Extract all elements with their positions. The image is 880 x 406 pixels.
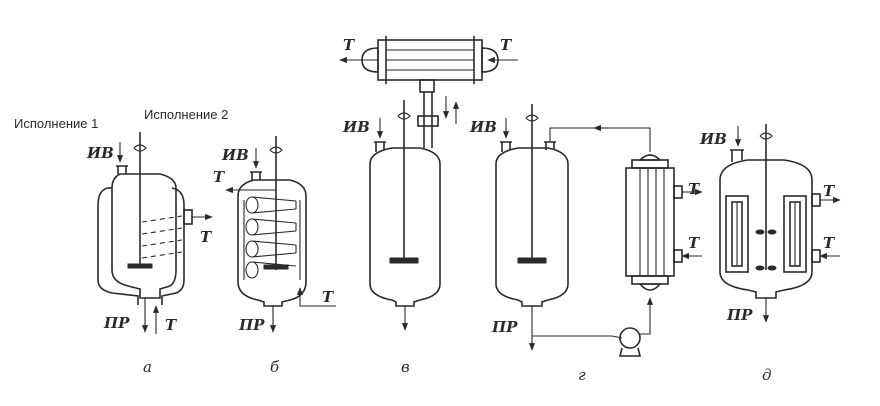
vessel-body <box>369 147 441 307</box>
rotation-icon <box>397 112 411 120</box>
return-line <box>549 127 651 152</box>
feed-nozzle <box>374 141 386 152</box>
feed-label: ИВ <box>342 118 370 136</box>
heat-label-upper: Т <box>823 182 836 200</box>
caption-g: г <box>578 366 586 384</box>
heat-label-bottom: Т <box>165 316 178 334</box>
reflux-condenser <box>361 36 499 84</box>
condenser-outlet <box>419 79 435 93</box>
feed-nozzle <box>250 171 262 180</box>
heat-label-side: Т <box>200 228 213 246</box>
vessel-body <box>237 179 307 307</box>
internal-heat-exchanger-right <box>783 195 807 273</box>
feed-nozzle <box>730 149 744 162</box>
stirrer-blade <box>389 257 419 264</box>
heat-label-left: Т <box>343 36 356 54</box>
scheme-d: ИВ Т Т ПР д <box>699 124 841 384</box>
scheme-a: Исполнение 1 Исполнение 2 ИВ Т ПР Т а <box>14 107 228 376</box>
vessel-body <box>495 147 569 307</box>
caption-a: а <box>143 358 152 376</box>
caption-b: б <box>270 358 280 376</box>
external-heat-exchanger <box>625 154 683 291</box>
variant-1-label: Исполнение 1 <box>14 116 98 131</box>
product-label: ПР <box>238 316 265 334</box>
jacket-outline <box>97 187 185 305</box>
heat-label-bottom: Т <box>322 288 335 306</box>
heat-label-lower: Т <box>688 234 701 252</box>
internal-coil <box>141 215 183 259</box>
product-label: ПР <box>726 306 753 324</box>
feed-label: ИВ <box>469 118 497 136</box>
scheme-v: Т Т ИВ в <box>339 36 518 376</box>
feed-label: ИВ <box>699 130 727 148</box>
rotation-icon <box>133 144 147 152</box>
heat-label-right: Т <box>500 36 513 54</box>
vessel-body <box>111 173 177 299</box>
stirrer-blade <box>517 257 547 264</box>
heat-label-top: Т <box>213 168 226 186</box>
caption-d: д <box>762 366 772 384</box>
rotation-icon <box>525 114 539 122</box>
variant-2-label: Исполнение 2 <box>144 107 228 122</box>
vessel-body <box>719 159 813 299</box>
internal-coil <box>245 196 297 279</box>
feed-nozzle <box>116 165 128 174</box>
feed-label: ИВ <box>86 144 114 162</box>
internal-heat-exchanger-left <box>725 195 749 273</box>
heat-label-lower: Т <box>823 234 836 252</box>
circulation-pump-icon <box>618 327 642 357</box>
stirrer-blade <box>263 264 289 270</box>
rotation-icon <box>269 146 283 154</box>
scheme-g: ИВ Т Т ПР <box>469 104 703 384</box>
stirrer-paddles <box>755 229 777 271</box>
caption-v: в <box>401 358 410 376</box>
product-label: ПР <box>491 318 518 336</box>
heat-label-upper: Т <box>688 180 701 198</box>
scheme-b: ИВ Т Т ПР б <box>213 136 336 376</box>
coil-outlet-flange <box>183 209 193 225</box>
feed-label: ИВ <box>221 146 249 164</box>
rotation-icon <box>759 132 773 140</box>
product-label: ПР <box>103 314 130 332</box>
stirrer-blade <box>127 263 153 269</box>
feed-nozzle <box>500 141 512 152</box>
